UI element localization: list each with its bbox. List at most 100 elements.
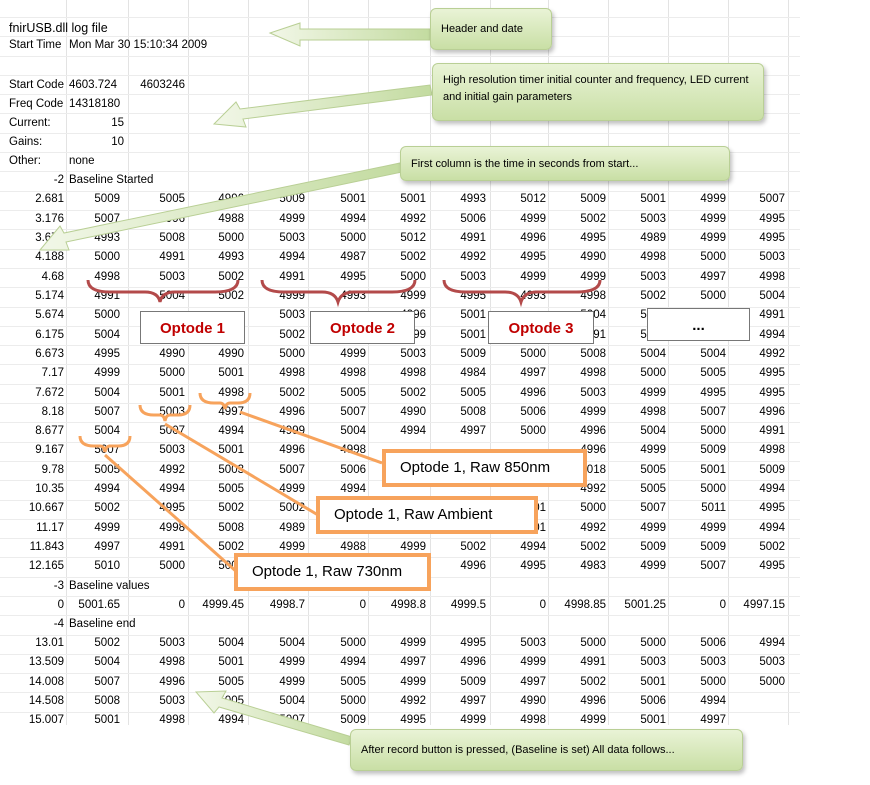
table-cell: 4984 <box>460 367 486 379</box>
table-cell: 4997 <box>94 541 120 553</box>
table-cell: 5005 <box>460 387 486 399</box>
table-cell: 5002 <box>460 541 486 553</box>
table-cell: 5003 <box>640 271 666 283</box>
table-cell: 5001 <box>218 444 244 456</box>
grid-row-line <box>0 538 800 539</box>
table-cell: 4996 <box>279 444 305 456</box>
grid-col-line <box>188 0 189 725</box>
table-cell: 4998 <box>159 656 185 668</box>
table-cell: 5004 <box>700 348 726 360</box>
table-cell: 9.78 <box>41 464 64 476</box>
table-cell: 4991 <box>159 541 185 553</box>
table-cell: 5007 <box>700 406 726 418</box>
table-cell: 4994 <box>520 541 546 553</box>
param-value-2: 4603246 <box>140 79 185 91</box>
brace-optode-2 <box>260 279 417 308</box>
raw-730-label: Optode 1, Raw 730nm <box>234 553 431 591</box>
table-cell: 4999 <box>640 444 666 456</box>
table-cell: 4999.45 <box>202 599 244 611</box>
brace-optode-1 <box>86 279 240 303</box>
log-title: fnirUSB.dll log file <box>9 21 108 35</box>
grid-row-line <box>0 75 800 76</box>
table-cell: 4995 <box>400 714 426 726</box>
table-cell: 4998 <box>218 387 244 399</box>
table-cell: 4999 <box>94 522 120 534</box>
table-cell: 5006 <box>640 695 666 707</box>
param-label: Gains: <box>9 136 43 148</box>
grid-col-line <box>728 0 729 725</box>
table-cell: 4999 <box>640 387 666 399</box>
table-cell: 9.167 <box>35 444 64 456</box>
grid-row-line <box>0 712 800 713</box>
grid-row-line <box>0 364 800 365</box>
table-cell: 4995 <box>759 367 785 379</box>
table-cell: 5003 <box>640 656 666 668</box>
param-label: Other: <box>9 155 41 167</box>
table-cell: 5006 <box>460 213 486 225</box>
arrow-to-header <box>268 22 431 47</box>
table-cell: 4994 <box>759 522 785 534</box>
table-cell: 4999 <box>700 522 726 534</box>
brace-optode-3 <box>442 279 602 308</box>
table-cell: 4991 <box>580 656 606 668</box>
table-cell: 7.17 <box>41 367 64 379</box>
optode-more-label: ... <box>647 308 750 341</box>
table-cell: 5005 <box>340 387 366 399</box>
arrow-to-params <box>212 84 433 128</box>
table-cell: 4999 <box>700 193 726 205</box>
grid-row-line <box>0 345 800 346</box>
table-cell: 4998 <box>759 271 785 283</box>
table-cell: 5001 <box>640 714 666 726</box>
table-cell: 4995 <box>159 502 185 514</box>
table-cell: 4998 <box>640 406 666 418</box>
table-cell: 4995 <box>460 637 486 649</box>
table-cell: 4999 <box>640 560 666 572</box>
table-cell: 5.174 <box>35 290 64 302</box>
table-cell: 5011 <box>701 502 726 514</box>
table-cell: 5000 <box>640 367 666 379</box>
table-cell: 5004 <box>640 348 666 360</box>
table-cell: 5002 <box>580 541 606 553</box>
table-cell: 4988 <box>340 541 366 553</box>
brace-raw-ambient <box>138 404 192 422</box>
table-cell: 5005 <box>700 367 726 379</box>
table-cell: 4994 <box>759 483 785 495</box>
raw-850-label: Optode 1, Raw 850nm <box>382 449 587 487</box>
callout-header-date: Header and date <box>430 8 552 50</box>
table-cell: 5008 <box>159 232 185 244</box>
grid-row-line <box>0 249 800 250</box>
table-cell: 4998 <box>94 271 120 283</box>
grid-row-line <box>0 133 800 134</box>
table-cell: 5004 <box>218 637 244 649</box>
table-cell: 13.509 <box>28 656 64 668</box>
table-cell: 5007 <box>340 406 366 418</box>
table-cell: 4995 <box>759 213 785 225</box>
grid-row-line <box>0 442 800 443</box>
table-cell: 5007 <box>159 425 185 437</box>
table-cell: 5002 <box>400 387 426 399</box>
table-cell: 5001 <box>460 329 486 341</box>
table-cell: 4988 <box>218 213 244 225</box>
raw-connectors <box>104 410 383 575</box>
grid-col-line <box>248 0 249 725</box>
table-cell: 4994 <box>94 483 120 495</box>
grid-col-line <box>308 0 309 725</box>
table-cell: 4999 <box>279 541 305 553</box>
table-cell: 15.007 <box>28 714 64 726</box>
table-cell: 4997 <box>460 695 486 707</box>
table-cell: 5007 <box>700 560 726 572</box>
table-cell: 5004 <box>94 329 120 341</box>
grid-row-line <box>0 56 800 57</box>
table-cell: 5005 <box>218 483 244 495</box>
param-value: 10 <box>111 136 124 148</box>
table-cell: 5001 <box>218 656 244 668</box>
table-cell: 5000 <box>159 560 185 572</box>
table-cell: 4999 <box>700 213 726 225</box>
grid-row-line <box>0 191 800 192</box>
table-cell: 4997 <box>520 676 546 688</box>
raw-ambient-label: Optode 1, Raw Ambient <box>316 496 538 534</box>
table-cell: 5000 <box>520 348 546 360</box>
table-cell: 5002 <box>279 387 305 399</box>
table-cell: 5007 <box>640 502 666 514</box>
start-time-value: Mon Mar 30 15:10:34 2009 <box>69 39 208 51</box>
